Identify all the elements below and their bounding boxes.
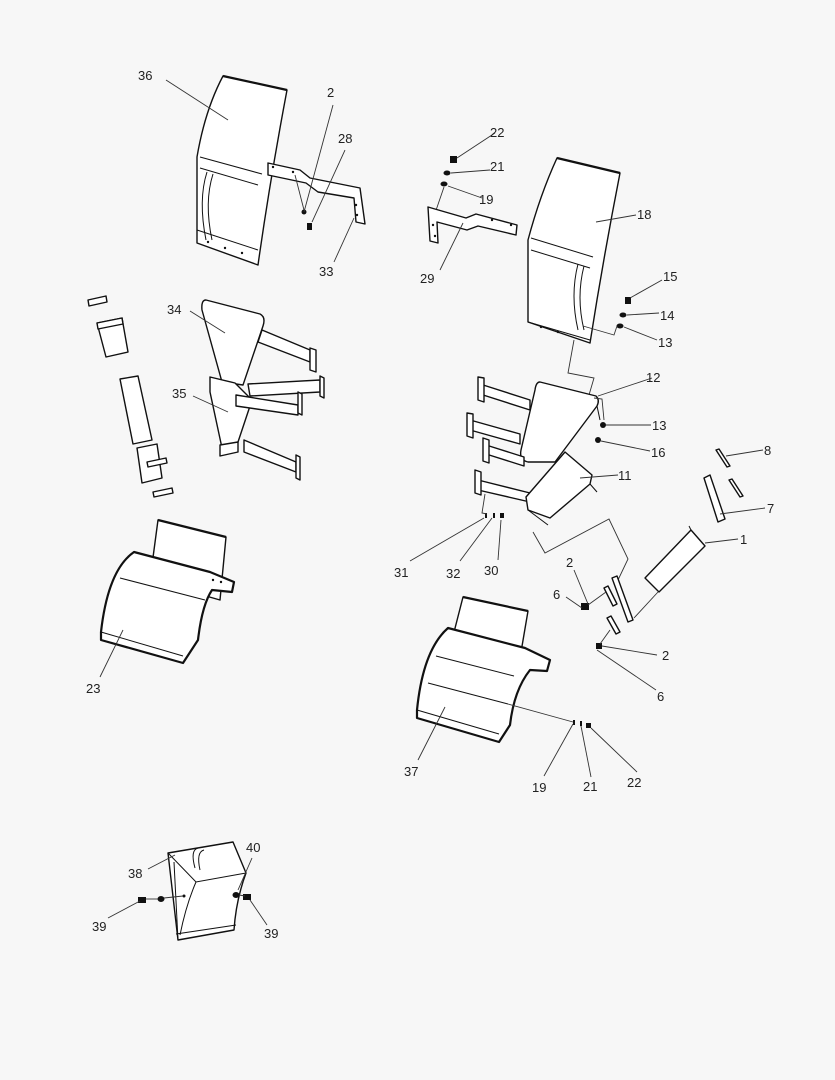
part-11-mount-bracket: [474, 437, 598, 526]
clip-bracket: [603, 575, 634, 635]
callout-34: 34: [167, 302, 182, 317]
callout-6: 6: [553, 587, 561, 602]
callout-22: 22: [490, 125, 505, 140]
part-29-bracket: [427, 206, 518, 244]
callout-15: 15: [663, 269, 678, 284]
callout-39: 39: [92, 919, 107, 934]
left-plate-stack: [87, 295, 174, 498]
callout-14: 14: [660, 308, 675, 323]
part-38-guard: [167, 841, 247, 941]
callout-13: 13: [658, 335, 673, 350]
callout-36: 36: [138, 68, 153, 83]
part-36-fender-panel: [196, 74, 288, 266]
callout-29: 29: [420, 271, 435, 286]
callout-19: 19: [479, 192, 494, 207]
callout-22: 22: [627, 775, 642, 790]
callout-11: 11: [618, 468, 632, 483]
callout-2: 2: [566, 555, 574, 570]
part-18-fender-panel: [527, 156, 621, 344]
callout-1: 1: [740, 532, 748, 547]
callout-21: 21: [490, 159, 505, 174]
callout-28: 28: [338, 131, 353, 146]
part-23-fender: [99, 518, 236, 665]
part-37-fender: [415, 595, 552, 744]
part-34-mount-bracket: [201, 299, 325, 399]
callout-33: 33: [319, 264, 334, 279]
callout-39: 39: [264, 926, 279, 941]
callout-18: 18: [637, 207, 652, 222]
callout-35: 35: [172, 386, 187, 401]
callout-21: 21: [583, 779, 598, 794]
part-1-plate: [644, 525, 706, 593]
callout-8: 8: [764, 443, 772, 458]
callout-6: 6: [657, 689, 665, 704]
callout-37: 37: [404, 764, 419, 779]
callout-16: 16: [651, 445, 666, 460]
callout-2: 2: [662, 648, 670, 663]
callout-30: 30: [484, 563, 499, 578]
callout-23: 23: [86, 681, 101, 696]
part-7-pad: [703, 474, 726, 523]
callout-12: 12: [646, 370, 661, 385]
callout-40: 40: [246, 840, 261, 855]
callout-19: 19: [532, 780, 547, 795]
callout-2: 2: [327, 85, 335, 100]
callout-32: 32: [446, 566, 461, 581]
callout-7: 7: [767, 501, 775, 516]
part-33-bracket: [267, 162, 366, 225]
callout-31: 31: [394, 565, 409, 580]
part-35-mount-bracket: [209, 376, 303, 481]
callout-13: 13: [652, 418, 667, 433]
callout-38: 38: [128, 866, 143, 881]
part-8-strip: [715, 448, 744, 498]
part-12-mount-bracket: [466, 376, 601, 463]
